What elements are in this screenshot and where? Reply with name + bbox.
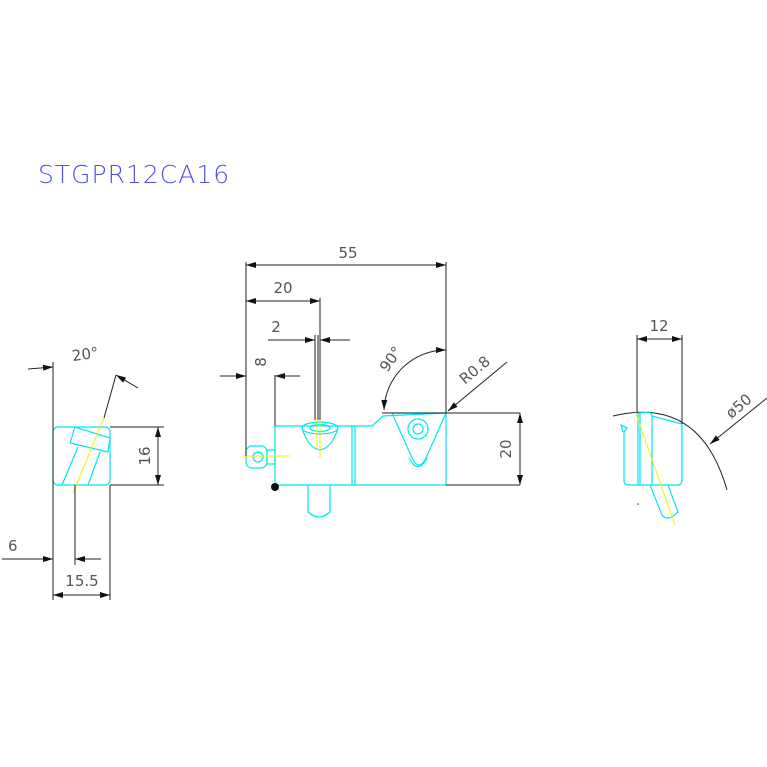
reference-point (271, 483, 279, 491)
left-view-centerline (72, 417, 105, 494)
front-view: 55 20 2 8 90° R0.8 20 (220, 244, 523, 518)
right-view-body (637, 411, 683, 486)
front-angle-label: 90° (376, 343, 406, 375)
front-view-side-screw (245, 445, 268, 469)
front-thickness-label: 2 (271, 318, 281, 336)
front-view-holder-head (352, 412, 447, 486)
front-overall-length-label: 55 (338, 244, 357, 262)
front-view-bottom-pin (307, 485, 331, 518)
left-height-label: 16 (136, 446, 154, 465)
workpiece-arc (612, 411, 728, 491)
left-angle-label: 20° (71, 343, 100, 365)
front-offset-label: 8 (252, 357, 270, 367)
left-view: 20° 16 6 15.5 (2, 343, 164, 600)
left-offset-label: 6 (8, 537, 18, 555)
right-view-centerline (634, 410, 676, 526)
right-width-label: 12 (649, 317, 668, 335)
right-diameter-label: ø50 (722, 390, 755, 422)
drawing-title: STGPR12CA16 (38, 160, 231, 189)
front-view-insert (391, 412, 447, 466)
right-view-pin (649, 484, 679, 519)
insert-screw (407, 418, 429, 440)
right-view: 12 ø50 (612, 317, 767, 526)
front-height-label: 20 (497, 439, 515, 458)
right-view-side-screw (620, 413, 639, 486)
front-center-length-label: 20 (273, 279, 292, 297)
left-width-label: 15.5 (65, 572, 98, 590)
front-radius-label: R0.8 (456, 352, 494, 388)
left-view-screw-head (69, 426, 111, 453)
